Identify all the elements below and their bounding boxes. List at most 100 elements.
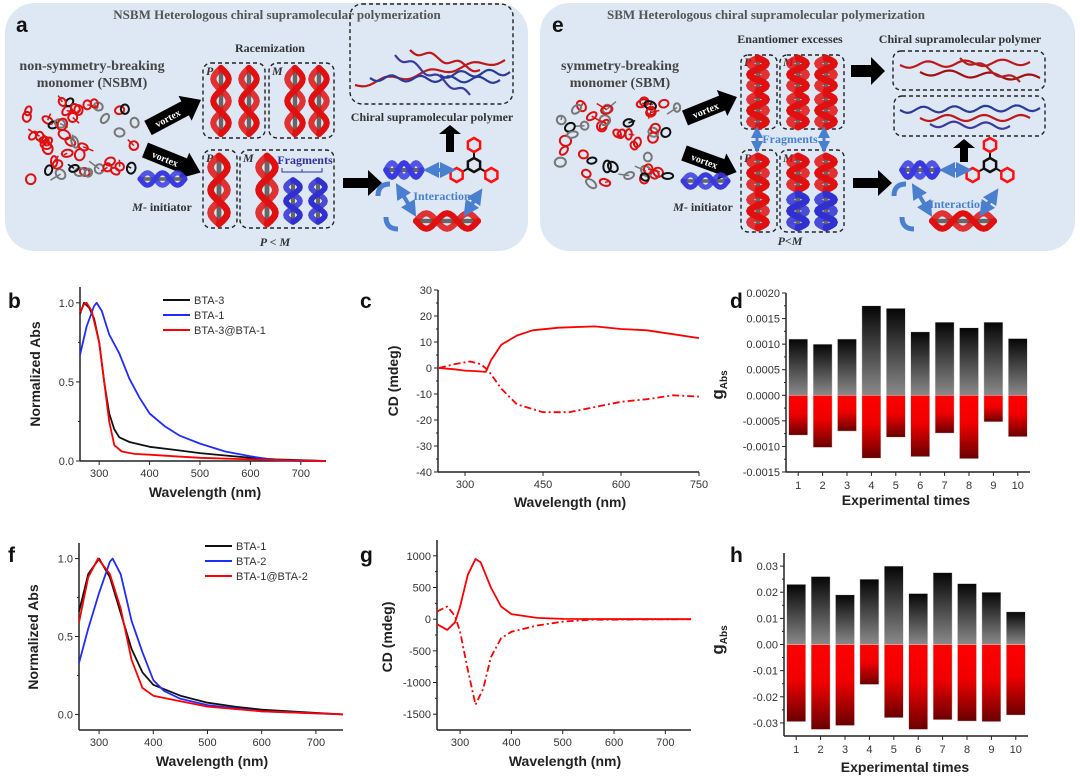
- y-tick-label: 0.02: [757, 587, 778, 599]
- monomer-icon: [570, 103, 582, 115]
- monomer-icon: [629, 140, 639, 151]
- bar-negative: [908, 644, 928, 730]
- y-tick-label: -40: [416, 467, 432, 479]
- monomer-label-line1: symmetry-breaking: [561, 59, 679, 74]
- polymer-chain: [899, 104, 1041, 115]
- x-tick-label: 10: [1012, 480, 1024, 492]
- y-tick-label: -10: [416, 389, 432, 401]
- bar-positive: [835, 594, 855, 645]
- monomer-icon: [585, 111, 598, 122]
- bar-positive: [932, 572, 953, 645]
- monomer-icon: [119, 103, 130, 115]
- y-tick-label: 0.5: [59, 377, 74, 389]
- diagram-title: NSBM Heterologous chiral supramolecular …: [113, 7, 441, 22]
- monomer-icon: [586, 156, 598, 165]
- double-arrow-icon: [395, 183, 417, 217]
- x-tick-label: 600: [241, 468, 259, 480]
- polymer-chain: [919, 113, 1031, 123]
- monomer-icon: [553, 156, 567, 168]
- panel-label-c: c: [360, 290, 372, 313]
- monomer-icon: [649, 122, 661, 134]
- p-helix-box-top: [202, 62, 266, 139]
- bar-positive: [934, 321, 955, 396]
- monomer-icon: [114, 161, 125, 172]
- bar-positive: [981, 591, 1002, 645]
- x-tick-label: 1: [795, 480, 801, 492]
- enantiomer-excess-label: Enantiomer excesses: [737, 32, 843, 46]
- x-tick-label: 7: [940, 744, 946, 756]
- p-less-than-m: P < M: [260, 235, 291, 249]
- y-tick-label: 30: [420, 285, 432, 297]
- x-axis-label: Wavelength (nm): [149, 484, 261, 500]
- series-line-dash-dot: [436, 605, 692, 706]
- monomer-icon: [92, 101, 104, 112]
- polymer-label: Chiral supramolecular polymer: [879, 32, 1042, 46]
- diagram-panel-e: e SBM Heterologous chiral supramolecular…: [540, 3, 1075, 251]
- m-label: M: [271, 64, 283, 78]
- y-tick-label: 0.0020: [746, 288, 780, 300]
- x-tick-label: 9: [990, 480, 996, 492]
- x-tick-label: 600: [612, 479, 630, 491]
- bar-negative: [981, 644, 1002, 722]
- p-label: P: [206, 151, 214, 165]
- p-helix-box-bottom: [202, 149, 238, 229]
- monomer-icon: [661, 171, 675, 180]
- polymer-chain: [394, 54, 471, 96]
- series-line-solid: [436, 558, 692, 631]
- x-tick-label: 10: [1010, 744, 1022, 756]
- x-tick-label: 300: [90, 468, 108, 480]
- monomer-icon: [56, 117, 69, 132]
- bar-negative: [812, 395, 833, 448]
- diagram-panel-a: a NSBM Heterologous chiral supramolecula…: [5, 3, 528, 251]
- series-line-dash-dot: [438, 360, 700, 414]
- monomer-icon: [60, 148, 74, 158]
- x-tick-label: 5: [891, 744, 897, 756]
- bar-positive: [837, 338, 857, 396]
- bar-positive: [861, 305, 882, 396]
- monomer-icon: [575, 99, 587, 113]
- series-line-bta-1: [79, 301, 326, 462]
- interaction-cycle: [891, 136, 1015, 232]
- double-arrow-icon: [979, 188, 999, 217]
- x-tick-label: 4: [866, 744, 872, 756]
- legend-label: BTA-1: [194, 310, 224, 322]
- x-tick-label: 5: [893, 480, 899, 492]
- x-tick-label: 600: [605, 737, 623, 749]
- helix-icon: [785, 90, 811, 131]
- polymer-chain: [959, 57, 1021, 83]
- y-tick-label: -0.03: [753, 718, 778, 730]
- monomer-icon: [21, 110, 32, 123]
- helix-assemblies: [207, 64, 330, 228]
- series-line-bta-2: [78, 557, 344, 716]
- bar-positive: [910, 331, 930, 396]
- bar-negative: [934, 395, 955, 434]
- polymer-box-red: [892, 50, 1046, 91]
- x-tick-label: 750: [690, 479, 708, 491]
- x-tick-label: 700: [292, 468, 310, 480]
- panel-label-h: h: [730, 544, 743, 567]
- x-tick-label: 500: [191, 468, 209, 480]
- monomer-icon: [580, 168, 592, 179]
- bar-negative: [788, 395, 808, 436]
- x-tick-label: 300: [90, 737, 108, 749]
- helix-icon: [210, 64, 232, 138]
- helix-icon: [255, 152, 279, 228]
- polymer-box-mixed: [893, 95, 1046, 137]
- m-label: M: [242, 151, 254, 165]
- diagram-title: SBM Heterologous chiral supramolecular p…: [607, 7, 926, 22]
- monomer-icon: [83, 167, 94, 178]
- bar-negative: [957, 644, 977, 722]
- helix-icon: [745, 190, 771, 232]
- y-tick-label: -0.02: [753, 692, 778, 704]
- monomer-icon: [99, 112, 111, 125]
- monomer-icon: [23, 105, 33, 117]
- monomer-icon: [555, 114, 567, 126]
- monomer-icon: [577, 149, 589, 160]
- rotate-arrow-icon: [383, 216, 399, 232]
- monomer-icon: [54, 168, 67, 181]
- bar-positive: [908, 593, 928, 645]
- monomer-icon: [68, 164, 80, 173]
- bar-negative: [861, 395, 882, 459]
